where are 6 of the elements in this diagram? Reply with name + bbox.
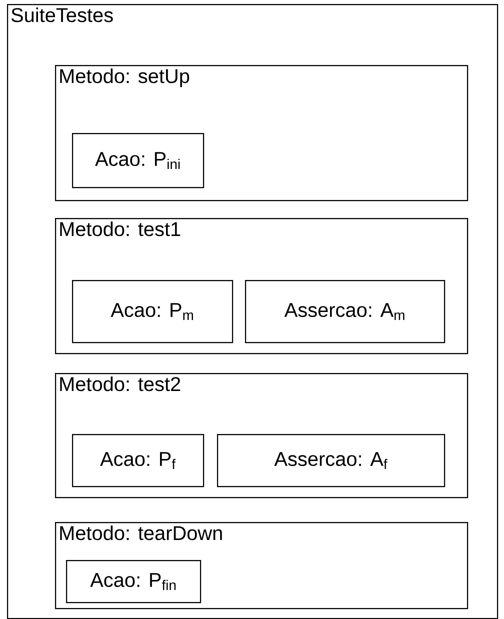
action-box: Acao: P$_{fin}$ — [66, 560, 202, 604]
action-box: Assercao: A$_{f}$ — [217, 434, 446, 488]
action-box: Acao: P$_{m}$ — [72, 280, 234, 344]
action-box: Acao: P$_{f}$ — [72, 434, 204, 488]
action-box: Assercao: A$_{m}$ — [245, 280, 446, 344]
action-box: Acao: P$_{ini}$ — [72, 133, 204, 188]
